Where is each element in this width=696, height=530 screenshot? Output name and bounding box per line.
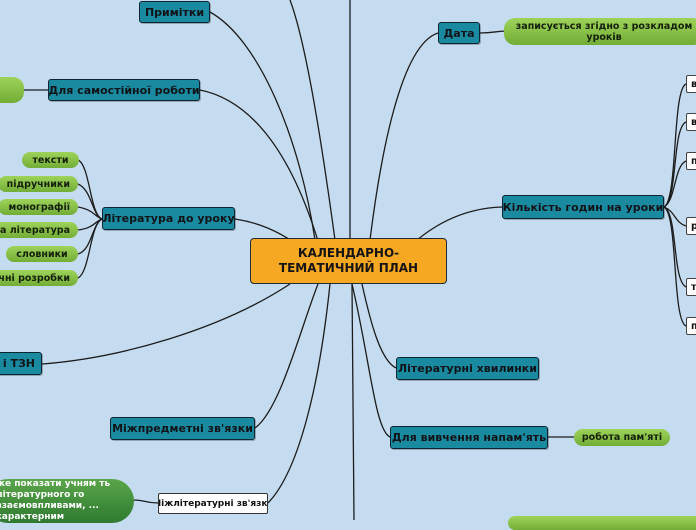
leaf-textbooks[interactable]: підручники xyxy=(0,176,78,192)
leaf-label: підручники xyxy=(6,178,70,190)
hours-sub-item[interactable]: т xyxy=(686,278,696,296)
leaf-interliterary-note[interactable]: же показати учням ть літературного го вз… xyxy=(0,479,134,523)
branch-interliterary[interactable]: Міжлітературні зв'язки xyxy=(158,493,268,514)
branch-label: Для вивчення напам'ять xyxy=(391,431,547,444)
hours-sub-label: п xyxy=(691,156,696,167)
branch-label: Дата xyxy=(443,26,475,40)
leaf-date-note[interactable]: записується згідно з розкладом уроків xyxy=(504,18,696,45)
branch-label: Літературні хвилинки xyxy=(398,362,537,375)
leaf-memory-work[interactable]: робота пам'яті xyxy=(574,429,670,446)
branch-notes[interactable]: Примітки xyxy=(139,1,210,23)
central-topic[interactable]: КАЛЕНДАРНО-ТЕМАТИЧНИЙ ПЛАН xyxy=(250,238,447,284)
leaf-bottom-right[interactable] xyxy=(508,516,696,530)
branch-self-work[interactable]: Для самостійної роботи xyxy=(48,79,200,101)
central-topic-label: КАЛЕНДАРНО-ТЕМАТИЧНИЙ ПЛАН xyxy=(278,246,419,275)
hours-sub-label: р xyxy=(691,221,696,232)
leaf-label: записується згідно з розкладом уроків xyxy=(515,20,693,43)
branch-label: Для самостійної роботи xyxy=(48,83,200,97)
branch-hours[interactable]: Кількість годин на уроки xyxy=(502,195,664,219)
leaf-self-work-child[interactable] xyxy=(0,77,24,103)
branch-memorize[interactable]: Для вивчення напам'ять xyxy=(390,426,548,449)
branch-literature[interactable]: Література до уроку xyxy=(102,207,235,230)
hours-sub-label: в xyxy=(691,79,696,90)
branch-label: Міжлітературні зв'язки xyxy=(158,498,268,509)
leaf-label: чні розробки xyxy=(0,272,70,284)
branch-label: Література до уроку xyxy=(102,212,235,225)
hours-sub-label: п xyxy=(691,321,696,332)
branch-lit-minutes[interactable]: Літературні хвилинки xyxy=(396,357,539,380)
leaf-texts[interactable]: тексти xyxy=(22,152,79,168)
leaf-label: робота пам'яті xyxy=(581,432,663,443)
leaf-label: тексти xyxy=(32,154,69,166)
branch-label: і ТЗН xyxy=(2,357,35,370)
leaf-label: на література xyxy=(0,224,70,236)
leaf-monographs[interactable]: монографії xyxy=(0,199,78,215)
leaf-label: монографії xyxy=(8,201,71,213)
hours-sub-item[interactable]: в xyxy=(686,75,696,93)
leaf-label: словники xyxy=(16,248,68,260)
branch-label: Примітки xyxy=(144,5,205,19)
branch-tzn[interactable]: і ТЗН xyxy=(0,352,42,375)
leaf-label: же показати учням ть літературного го вз… xyxy=(0,479,111,522)
hours-sub-item[interactable]: п xyxy=(686,152,696,170)
hours-sub-label: т xyxy=(691,281,696,293)
leaf-methodic[interactable]: чні розробки xyxy=(0,270,78,286)
branch-label: Кількість годин на уроки xyxy=(502,200,664,214)
leaf-dictionaries[interactable]: словники xyxy=(6,246,78,262)
branch-date[interactable]: Дата xyxy=(438,22,480,44)
hours-sub-item[interactable]: р xyxy=(686,217,696,235)
hours-sub-label: в xyxy=(691,117,696,128)
leaf-lit-ref[interactable]: на література xyxy=(0,222,78,238)
hours-sub-item[interactable]: в xyxy=(686,113,696,131)
branch-intersubject[interactable]: Міжпредметні зв'язки xyxy=(110,417,255,440)
hours-sub-item[interactable]: п xyxy=(686,317,696,335)
branch-label: Міжпредметні зв'язки xyxy=(112,422,253,435)
